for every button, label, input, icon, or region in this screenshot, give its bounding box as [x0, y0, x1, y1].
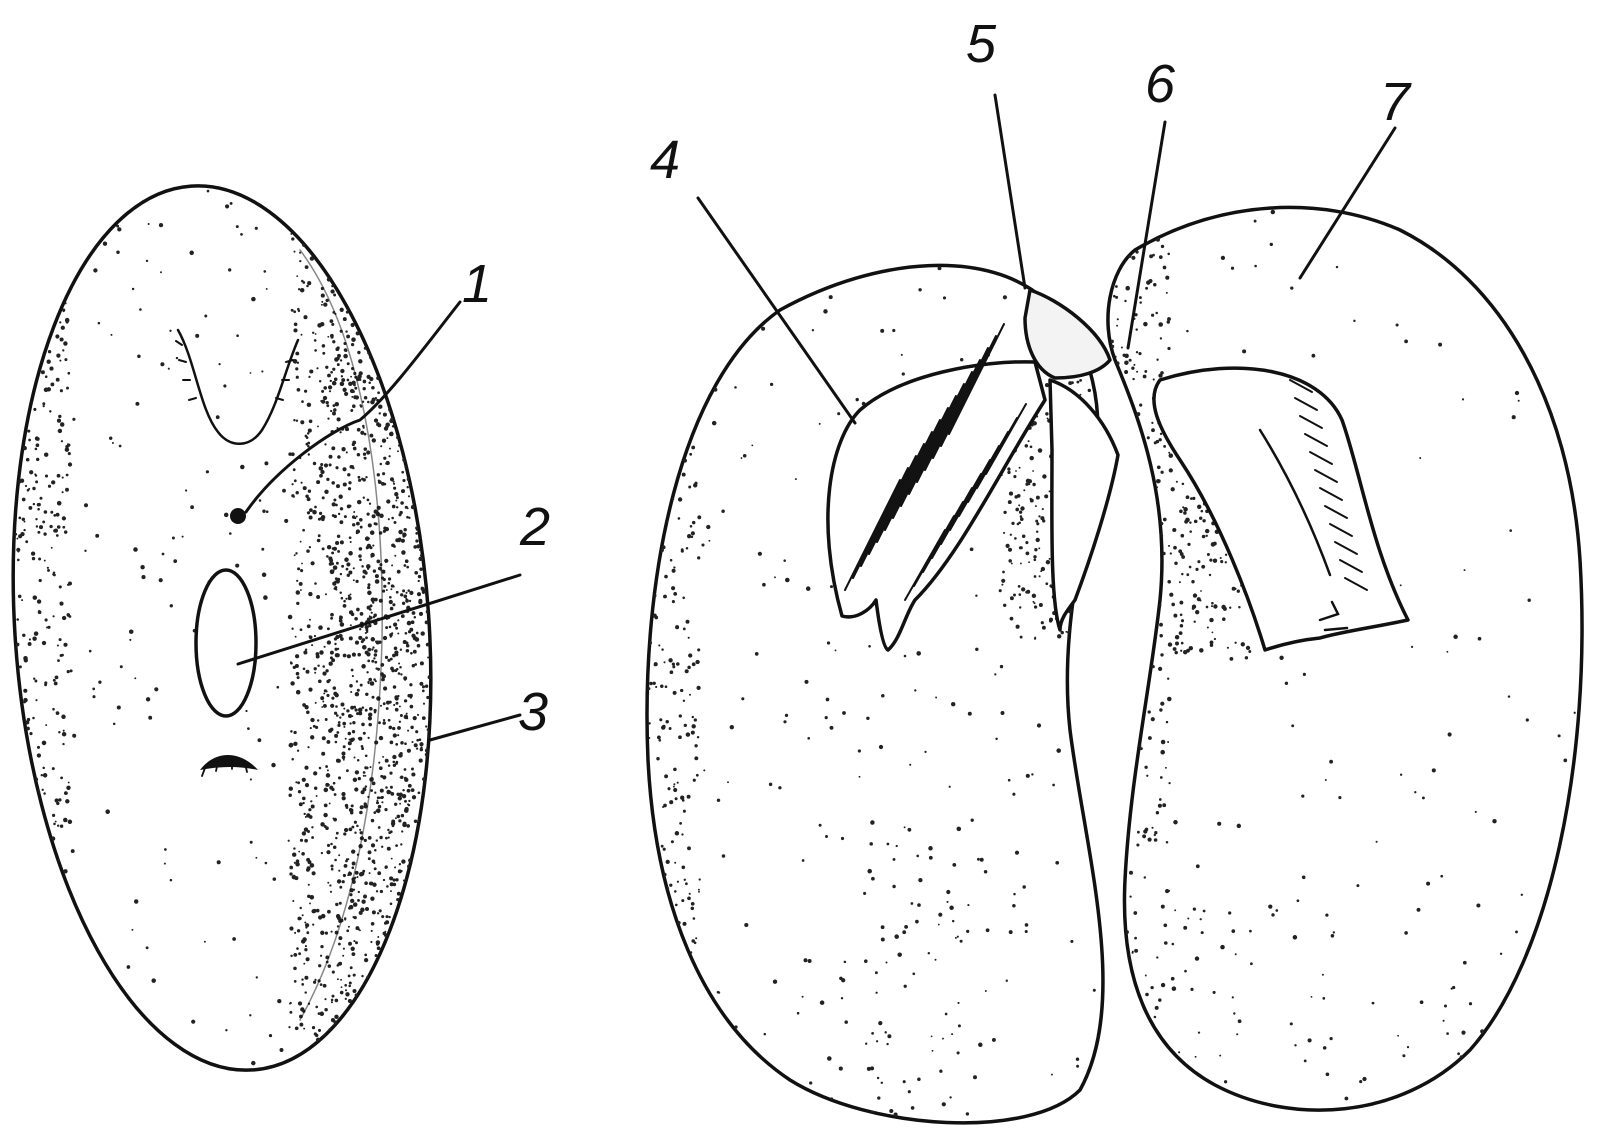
radicle — [1025, 290, 1110, 378]
label-4: 4 — [650, 130, 680, 190]
hilum-dot — [230, 508, 246, 524]
hypocotyl — [1050, 380, 1118, 630]
label-6: 6 — [1145, 54, 1176, 114]
label-5: 5 — [966, 14, 997, 74]
whole-seed — [0, 172, 459, 1085]
label-2: 2 — [519, 497, 550, 557]
leader-5 — [995, 95, 1025, 288]
hilum-scar — [196, 570, 256, 716]
label-7: 7 — [1380, 72, 1412, 132]
label-1: 1 — [462, 254, 492, 314]
right-cotyledon — [1108, 207, 1582, 1110]
opened-seed — [638, 204, 1590, 1131]
leader-3 — [430, 715, 520, 740]
label-3: 3 — [518, 682, 548, 742]
